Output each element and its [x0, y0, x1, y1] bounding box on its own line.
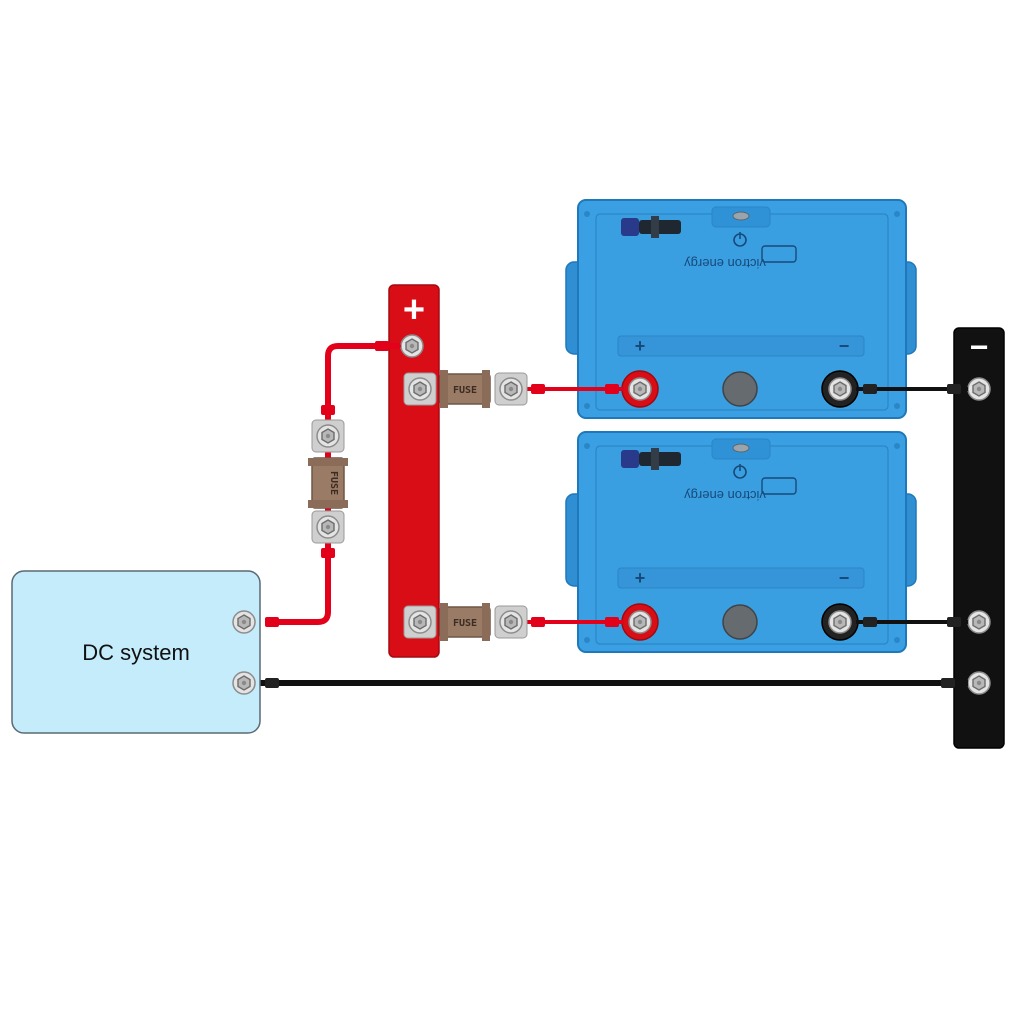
battery-brand-label: victron energy: [684, 256, 766, 271]
battery-plus-mark: +: [635, 336, 646, 356]
battery-top: victron energy + −: [565, 199, 917, 419]
main-fuse: FUSE: [308, 420, 348, 543]
battery-bottom: victron energy + −: [565, 431, 917, 653]
negative-busbar: −: [953, 327, 1005, 749]
battery-minus-mark: −: [839, 336, 850, 356]
dc-system-box: DC system: [11, 570, 261, 734]
fuse-battery-bottom: FUSE: [404, 603, 527, 641]
battery-center-vent: [722, 604, 758, 640]
positive-busbar: +: [388, 284, 440, 658]
fuse-label: FUSE: [453, 618, 477, 629]
battery-minus-mark: −: [839, 568, 850, 588]
dc-system-label: DC system: [82, 640, 190, 665]
positive-symbol: +: [403, 289, 425, 331]
battery-center-vent: [722, 371, 758, 407]
fuse-label: FUSE: [453, 385, 477, 396]
battery-plus-mark: +: [635, 568, 646, 588]
fuse-label: FUSE: [328, 471, 339, 495]
negative-symbol: −: [970, 329, 989, 365]
fuse-battery-top: FUSE: [404, 370, 527, 408]
battery-brand-label: victron energy: [684, 488, 766, 503]
